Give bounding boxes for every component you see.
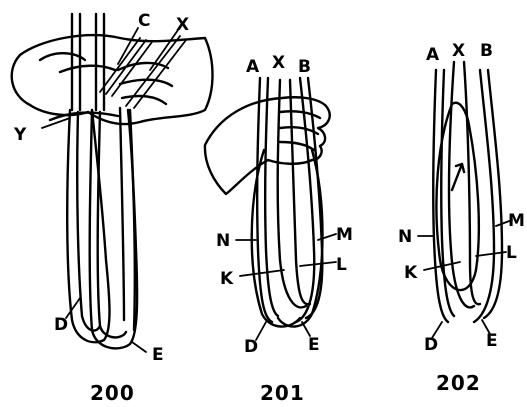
leader-l-201	[300, 262, 336, 266]
leader-e-201	[302, 322, 310, 336]
figure-202: A X B N M K L D E 202	[398, 41, 525, 395]
leader-k-201	[240, 270, 284, 276]
label-d-201: D	[244, 337, 258, 357]
label-m-201: M	[336, 225, 353, 245]
label-l-202: L	[506, 243, 517, 263]
hand-200	[12, 35, 213, 124]
loops-202	[433, 62, 502, 322]
label-l-201: L	[336, 255, 347, 275]
label-m-202: M	[508, 211, 525, 231]
label-n-202: N	[398, 227, 412, 247]
leader-y-200	[42, 118, 70, 128]
label-c-200: C	[138, 11, 150, 31]
label-k-202: K	[404, 263, 418, 283]
caption-202: 202	[436, 371, 481, 395]
caption-201: 201	[260, 381, 305, 405]
label-a-202: A	[426, 45, 440, 65]
label-y-200: Y	[13, 125, 27, 145]
figure-201: A X B N M K L D E 201	[205, 53, 353, 405]
label-x-201: X	[272, 53, 285, 73]
caption-200: 200	[90, 381, 135, 405]
label-e-200: E	[152, 345, 164, 365]
label-b-201: B	[298, 57, 311, 77]
label-x-202: X	[452, 41, 465, 61]
label-x-200: X	[176, 15, 189, 35]
label-k-201: K	[220, 269, 234, 289]
label-n-201: N	[216, 231, 230, 251]
label-e-201: E	[308, 335, 320, 355]
loops-200	[50, 108, 137, 348]
label-a-201: A	[246, 57, 260, 77]
label-b-202: B	[480, 41, 493, 61]
label-e-202: E	[486, 331, 498, 351]
label-d-202: D	[424, 335, 438, 355]
label-d-200: D	[54, 315, 68, 335]
leader-e-200	[132, 342, 146, 352]
figure-200: C X Y D E 200	[12, 11, 213, 405]
